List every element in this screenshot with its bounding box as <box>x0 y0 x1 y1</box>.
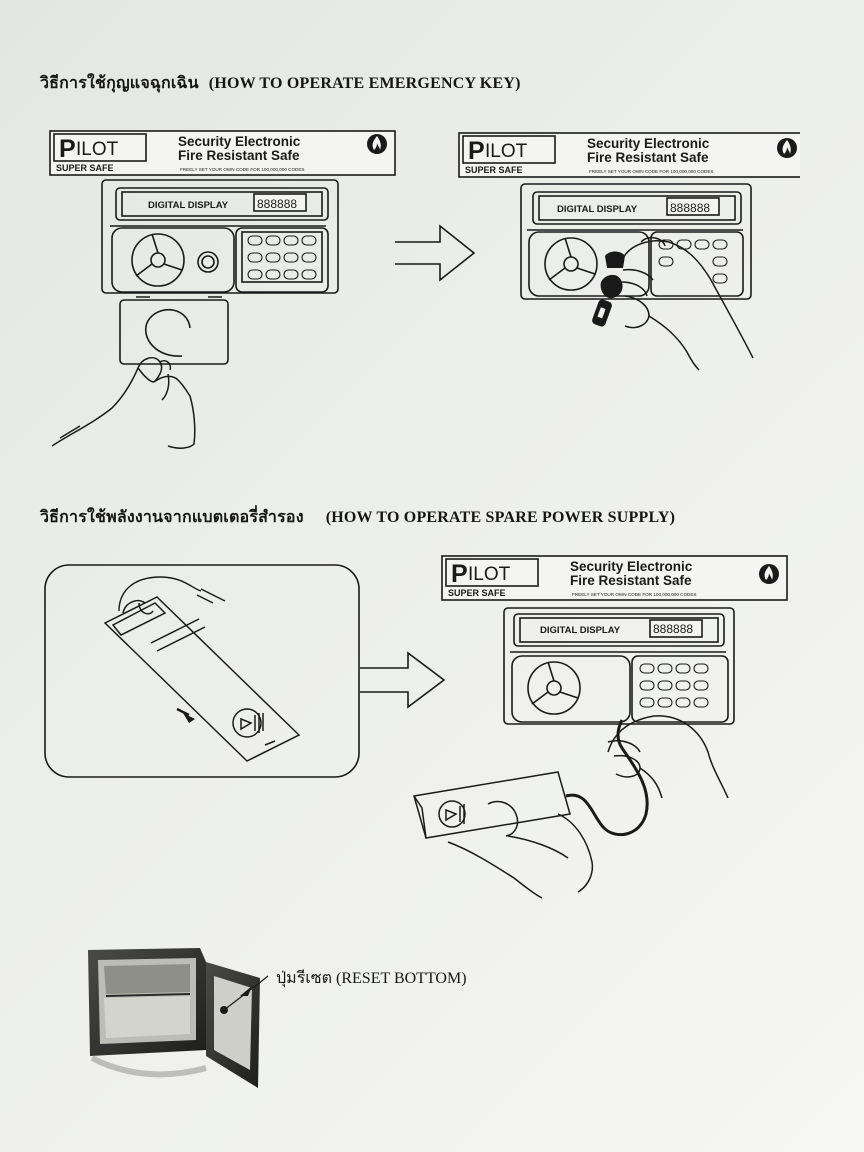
title-line-2: Fire Resistant Safe <box>178 148 300 163</box>
title-line-1: Security Electronic <box>587 136 710 151</box>
slide-direction-arrow-tail <box>176 707 190 717</box>
brand-subtitle: SUPER SAFE <box>448 588 506 598</box>
brand-name: ILOT <box>468 564 511 585</box>
emergency-key-icon <box>592 251 625 327</box>
battery-pack <box>413 771 571 839</box>
brand-name: ILOT <box>485 141 528 162</box>
flame-logo-icon <box>367 134 387 154</box>
battery-compartment-illustration <box>44 564 360 778</box>
brand-subtitle: SUPER SAFE <box>56 163 114 173</box>
digital-display-digits: 888888 <box>653 622 693 636</box>
hand-icon <box>620 236 754 371</box>
safe-illustration-cover-removed: P ILOT SUPER SAFE Security Electronic Fi… <box>49 130 396 449</box>
tagline: FREELY SET YOUR OWN CODE FOR 100,000,000… <box>180 167 305 172</box>
emergency-keyhole-icon <box>197 251 219 273</box>
digital-display-digits: 888888 <box>257 197 297 211</box>
section-heading-emergency-key: วิธีการใช้กุญแจฉุกเฉิน (HOW TO OPERATE EM… <box>40 71 521 96</box>
digital-display-label: DIGITAL DISPLAY <box>148 200 229 211</box>
digital-display-digits: 888888 <box>670 201 710 215</box>
title-line-1: Security Electronic <box>570 559 693 574</box>
battery-pack <box>103 596 301 762</box>
arrow-right-icon <box>395 224 476 282</box>
section-heading-spare-power: วิธีการใช้พลังงานจากแบตเตอรี่สำรอง (HOW T… <box>40 505 675 530</box>
heading-thai: วิธีการใช้กุญแจฉุกเฉิน <box>40 75 199 92</box>
heading-english: (HOW TO OPERATE SPARE POWER SUPPLY) <box>325 509 676 526</box>
tagline: FREELY SET YOUR OWN CODE FOR 100,000,000… <box>589 169 714 174</box>
brand-name: ILOT <box>76 139 119 160</box>
safe-illustration-spare-power: P ILOT SUPER SAFE Security Electronic Fi… <box>413 555 788 899</box>
open-safe-illustration <box>88 948 269 1088</box>
slide-direction-arrow-icon <box>183 713 195 723</box>
reset-label-thai: ปุ่มรีเซต <box>276 970 333 987</box>
reset-button-label: ปุ่มรีเซต (RESET BOTTOM) <box>276 966 467 991</box>
digital-display-label: DIGITAL DISPLAY <box>540 625 621 636</box>
safe-illustration-key-inserted: P ILOT SUPER SAFE Security Electronic Fi… <box>458 132 800 371</box>
hand-icon <box>447 800 594 899</box>
keypad <box>658 239 728 284</box>
keypad <box>639 663 709 708</box>
removed-cover-plate <box>119 296 229 365</box>
flame-logo-icon <box>759 564 779 584</box>
title-line-2: Fire Resistant Safe <box>570 573 692 588</box>
tagline: FREELY SET YOUR OWN CODE FOR 100,000,000… <box>572 592 697 597</box>
digital-display-label: DIGITAL DISPLAY <box>557 204 638 215</box>
hand-icon <box>607 715 729 799</box>
heading-english: (HOW TO OPERATE EMERGENCY KEY) <box>208 75 521 92</box>
brand-initial: P <box>468 137 485 165</box>
reset-label-english: (RESET BOTTOM) <box>336 970 467 987</box>
title-line-1: Security Electronic <box>178 134 301 149</box>
handle-wheel-icon <box>131 233 185 287</box>
title-line-2: Fire Resistant Safe <box>587 150 709 165</box>
brand-subtitle: SUPER SAFE <box>465 165 523 175</box>
hand-icon <box>51 357 196 449</box>
power-cable <box>565 719 649 837</box>
brand-initial: P <box>451 560 468 588</box>
keypad <box>247 235 317 280</box>
brand-initial: P <box>59 135 76 163</box>
flame-logo-icon <box>777 138 797 158</box>
battery-cable <box>118 576 226 612</box>
handle-wheel-icon <box>544 237 598 291</box>
heading-thai: วิธีการใช้พลังงานจากแบตเตอรี่สำรอง <box>40 509 304 526</box>
handle-wheel-icon <box>527 661 581 715</box>
arrow-right-icon <box>360 651 446 709</box>
